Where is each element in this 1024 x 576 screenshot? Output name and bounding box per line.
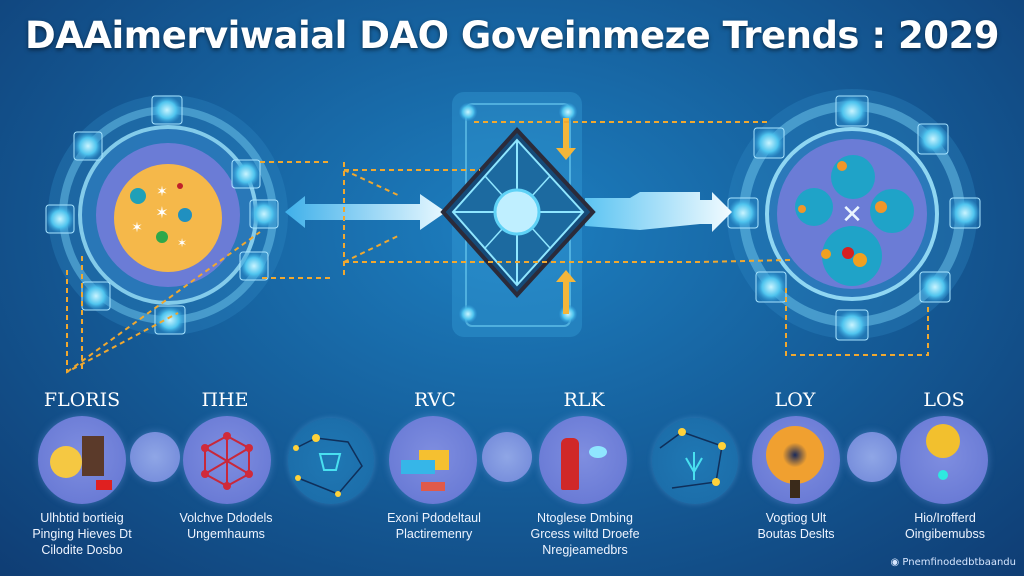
center-diamond-node xyxy=(440,92,596,337)
flow-arrow-left xyxy=(285,194,446,230)
category-label-floris: FLORIS xyxy=(43,389,121,411)
burst-icon xyxy=(766,426,824,484)
category-desc-rvc: Exoni Pdodeltaul Plactiremenry xyxy=(387,511,481,541)
los-illustration xyxy=(900,416,988,504)
network-icon xyxy=(201,432,253,490)
connector-node-2 xyxy=(652,418,738,504)
category-label-loy: LOY xyxy=(774,389,816,411)
red-block-icon xyxy=(96,480,112,490)
connector-node-1 xyxy=(288,418,374,504)
cyan-panel-icon xyxy=(401,460,435,474)
sun-icon xyxy=(926,424,960,458)
tower-icon xyxy=(82,436,104,476)
rvc-detail-circle xyxy=(482,432,532,482)
category-label-rvc: RVC xyxy=(414,389,456,411)
category-desc-los: Hio/Irofferd Oingibemubss xyxy=(905,511,985,541)
svg-text:✶: ✶ xyxy=(156,184,168,200)
page-title: DAAimerviwaial DAO Goveinmeze Trends : 2… xyxy=(25,14,1000,57)
category-desc-loy: Vogtiog Ult Boutas Deslts xyxy=(757,511,835,541)
loy-detail-circle xyxy=(847,432,897,482)
category-label-los: LOS xyxy=(923,389,965,411)
category-label-rlk: RLK xyxy=(563,389,605,411)
rlk-illustration xyxy=(539,416,627,504)
category-label-nhe: ΠHE xyxy=(201,389,249,411)
right-governance-hub: ✕ xyxy=(727,89,981,341)
left-governance-hub: ✶ ✶ ✶ ✶ xyxy=(45,95,288,335)
orb-icon xyxy=(938,470,948,480)
floris-detail-circle xyxy=(130,432,180,482)
svg-text:✶: ✶ xyxy=(177,236,187,250)
category-desc-rlk: Ntoglese Dmbing Grcess wiltd Droefe Nreg… xyxy=(530,511,640,557)
svg-text:✶: ✶ xyxy=(131,220,143,236)
nhe-illustration xyxy=(183,416,271,504)
drop-icon xyxy=(589,446,607,458)
floris-illustration xyxy=(38,416,126,504)
coin-icon xyxy=(50,446,82,478)
svg-text:✶: ✶ xyxy=(155,203,168,222)
flow-arrow-right xyxy=(585,192,732,232)
figure-icon xyxy=(561,438,579,490)
shield-link-icon xyxy=(293,434,363,497)
svg-text:✕: ✕ xyxy=(841,200,863,230)
stem-icon xyxy=(790,480,800,498)
rvc-illustration xyxy=(389,416,477,504)
globe-icon: ◉ xyxy=(890,557,903,568)
red-panel-icon xyxy=(421,482,445,491)
watermark: ◉ Pnemfinodedbtbaandu xyxy=(890,557,1017,568)
category-desc-nhe: Volchve Ddodels Ungemhaums xyxy=(179,511,273,541)
loy-illustration xyxy=(752,416,840,504)
category-desc-floris: Ulhbtid bortieig Pinging Hieves Dt Cilod… xyxy=(32,511,132,557)
branch-link-icon xyxy=(659,428,726,489)
dashed-connectors xyxy=(66,121,929,374)
